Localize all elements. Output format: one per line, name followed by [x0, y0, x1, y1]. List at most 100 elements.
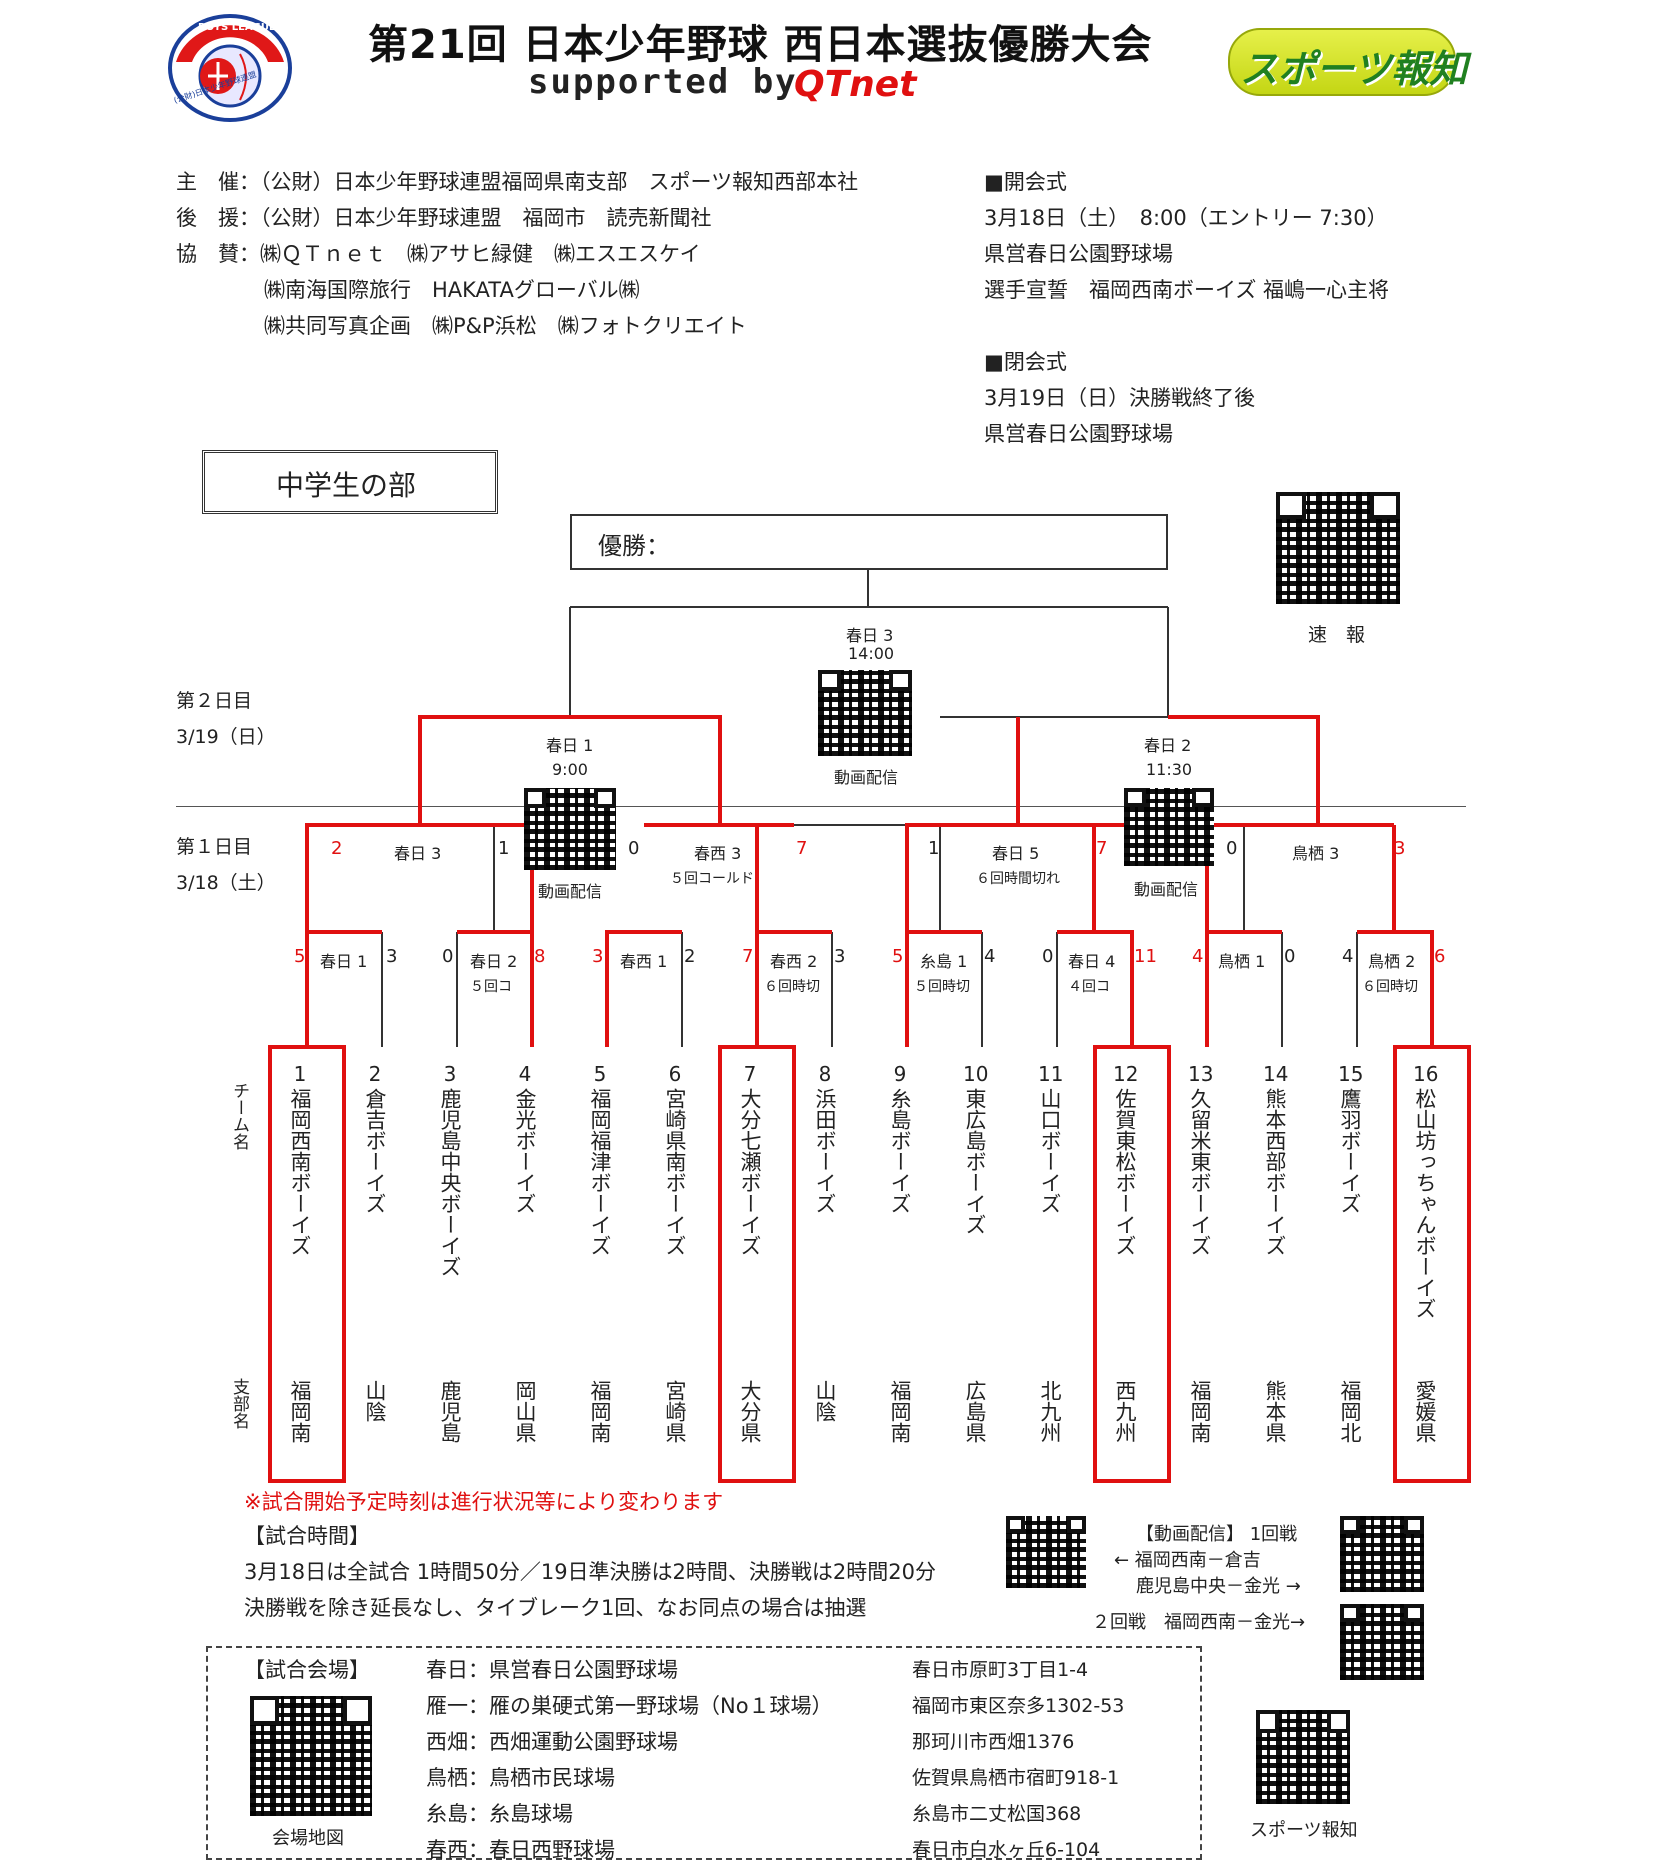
team-branch: 福岡南 [1188, 1380, 1212, 1443]
sponsor-line2: ㈱南海国際旅行 HAKATAグローバル㈱ [264, 278, 640, 302]
sponsor-label: 協 賛： [176, 242, 260, 266]
qf4-left-score: 0 [1226, 838, 1238, 859]
r1-game4-left-score: 7 [742, 946, 754, 967]
team-number: 3 [443, 1062, 457, 1086]
team-number: 5 [593, 1062, 607, 1086]
team-branch: 鹿児島 [438, 1380, 462, 1443]
qf3-venue: 春日 5 [992, 844, 1040, 863]
team-number: 2 [368, 1062, 382, 1086]
r1-game4-venue: 春西 2 [770, 952, 818, 971]
champion-box [570, 514, 1168, 570]
game-time-title: 【試合時間】 [244, 1524, 370, 1548]
division-title: 中学生の部 [276, 469, 417, 502]
day2-date: 3/19（日） [176, 726, 276, 748]
sokuho-qr[interactable] [1276, 492, 1400, 604]
game-time-line1: 3月18日は全試合 1時間50分／19日準決勝は2時間、決勝戦は2時間20分 [244, 1560, 937, 1584]
r1-game8-right-score: 6 [1434, 946, 1446, 967]
venue-map-qr[interactable] [250, 1696, 372, 1816]
sports-hochi-qr[interactable] [1256, 1710, 1350, 1804]
team-name: 熊本西部ボーイズ [1263, 1088, 1287, 1256]
closing-title: ■閉会式 [984, 350, 1067, 374]
r1-game7-right-score: 0 [1284, 946, 1296, 967]
sports-hochi-logo [1228, 28, 1456, 96]
qf3-note: ６回時間切れ [976, 871, 1060, 887]
video-qr-r1-game2[interactable] [1340, 1516, 1424, 1592]
final-time: 14:00 [848, 644, 895, 663]
team-branch: 西九州 [1113, 1380, 1137, 1443]
venue-name: 西畑：西畑運動公園野球場 [426, 1730, 678, 1754]
qf1-venue: 春日 3 [394, 844, 442, 863]
team-branch: 山陰 [813, 1380, 837, 1422]
host-text: （公財）日本少年野球連盟福岡県南支部 スポーツ報知西部本社 [260, 170, 859, 194]
qf3-right-score: 7 [1096, 838, 1108, 859]
champion-label: 優勝： [598, 532, 670, 560]
r1-game6-note: ４回コ [1068, 979, 1110, 995]
r1-game5-left-score: 5 [892, 946, 904, 967]
team-branch: 福岡南 [288, 1380, 312, 1443]
team-number: 4 [518, 1062, 532, 1086]
league-logo [168, 14, 292, 122]
r1-game1-left-score: 5 [294, 946, 306, 967]
venue-address: 那珂川市西畑1376 [912, 1731, 1075, 1753]
qf3-left-score: 1 [928, 838, 940, 859]
team-name: 東広島ボーイズ [963, 1088, 987, 1235]
venue-name: 鳥栖：鳥栖市民球場 [426, 1766, 615, 1790]
team-branch: 愛媛県 [1413, 1380, 1437, 1443]
venue-map-label: 会場地図 [272, 1828, 344, 1849]
r1-game6-left-score: 0 [1042, 946, 1054, 967]
team-branch: 北九州 [1038, 1380, 1062, 1443]
organizers: 主 催：（公財）日本少年野球連盟福岡県南支部 スポーツ報知西部本社 後 援：（公… [176, 164, 858, 344]
video-links-title: 【動画配信】 1回戦 [1136, 1524, 1298, 1545]
team-branch: 広島県 [963, 1380, 987, 1443]
day1-label: 第１日目 [176, 836, 253, 858]
venue-name: 春西：春日西野球場 [426, 1838, 615, 1862]
semi1-video-label: 動画配信 [538, 882, 603, 901]
qf2-venue: 春西 3 [694, 844, 742, 863]
day2-label: 第２日目 [176, 690, 253, 712]
video-qr-r1-game1[interactable] [1006, 1516, 1086, 1588]
semi1-video-qr[interactable] [524, 788, 616, 870]
supported-by: supported by [528, 62, 798, 102]
opening-date: 3月18日（土） 8:00（エントリー 7:30） [984, 206, 1388, 230]
day-divider [176, 806, 1466, 807]
r1-game7-left-score: 4 [1192, 946, 1204, 967]
semi2-video-label: 動画配信 [1134, 880, 1199, 899]
game-time-line2: 決勝戦を除き延長なし、タイブレーク1回、なお同点の場合は抽選 [244, 1596, 867, 1620]
video-qr-r2-game1[interactable] [1340, 1604, 1424, 1680]
venue-address: 佐賀県鳥栖市宿町918-1 [912, 1767, 1120, 1789]
qf2-right-score: 7 [796, 838, 808, 859]
semi2-time: 11:30 [1146, 760, 1193, 779]
team-number: 12 [1113, 1062, 1139, 1086]
qf4-right-score: 3 [1394, 838, 1406, 859]
team-name: 山口ボーイズ [1038, 1088, 1062, 1214]
video-link-line3: ２回戦 福岡西南－金光→ [1092, 1612, 1306, 1633]
league-logo-text: BOYS LEAGUE [198, 22, 276, 33]
team-name: 糸島ボーイズ [888, 1088, 912, 1214]
r1-game2-left-score: 0 [442, 946, 454, 967]
sokuho-label: 速 報 [1308, 624, 1366, 646]
final-video-label: 動画配信 [834, 768, 899, 787]
r1-game1-right-score: 3 [386, 946, 398, 967]
team-name: 鹿児島中央ボーイズ [438, 1088, 462, 1277]
r1-game5-right-score: 4 [984, 946, 996, 967]
semi2-video-qr[interactable] [1124, 788, 1214, 866]
team-branch: 福岡南 [888, 1380, 912, 1443]
r1-game6-right-score: 11 [1134, 946, 1157, 967]
venue-box [206, 1646, 1202, 1860]
team-name: 金光ボーイズ [513, 1088, 537, 1214]
venue-name: 糸島：糸島球場 [426, 1802, 573, 1826]
team-number: 10 [963, 1062, 989, 1086]
r1-game3-right-score: 2 [684, 946, 696, 967]
venue-title: 【試合会場】 [244, 1658, 370, 1682]
support-label: 後 援： [176, 206, 260, 230]
team-branch: 山陰 [363, 1380, 387, 1422]
sports-hochi-logo-text: スポーツ報知 [1240, 47, 1468, 91]
final-video-qr[interactable] [818, 670, 912, 756]
r1-game2-right-score: 8 [534, 946, 546, 967]
qtnet-logo: QTnet [794, 64, 917, 105]
opening-place: 県営春日公園野球場 [984, 242, 1173, 266]
team-name: 久留米東ボーイズ [1188, 1088, 1212, 1256]
team-name: 福岡西南ボーイズ [288, 1088, 312, 1256]
team-number: 1 [293, 1062, 307, 1086]
